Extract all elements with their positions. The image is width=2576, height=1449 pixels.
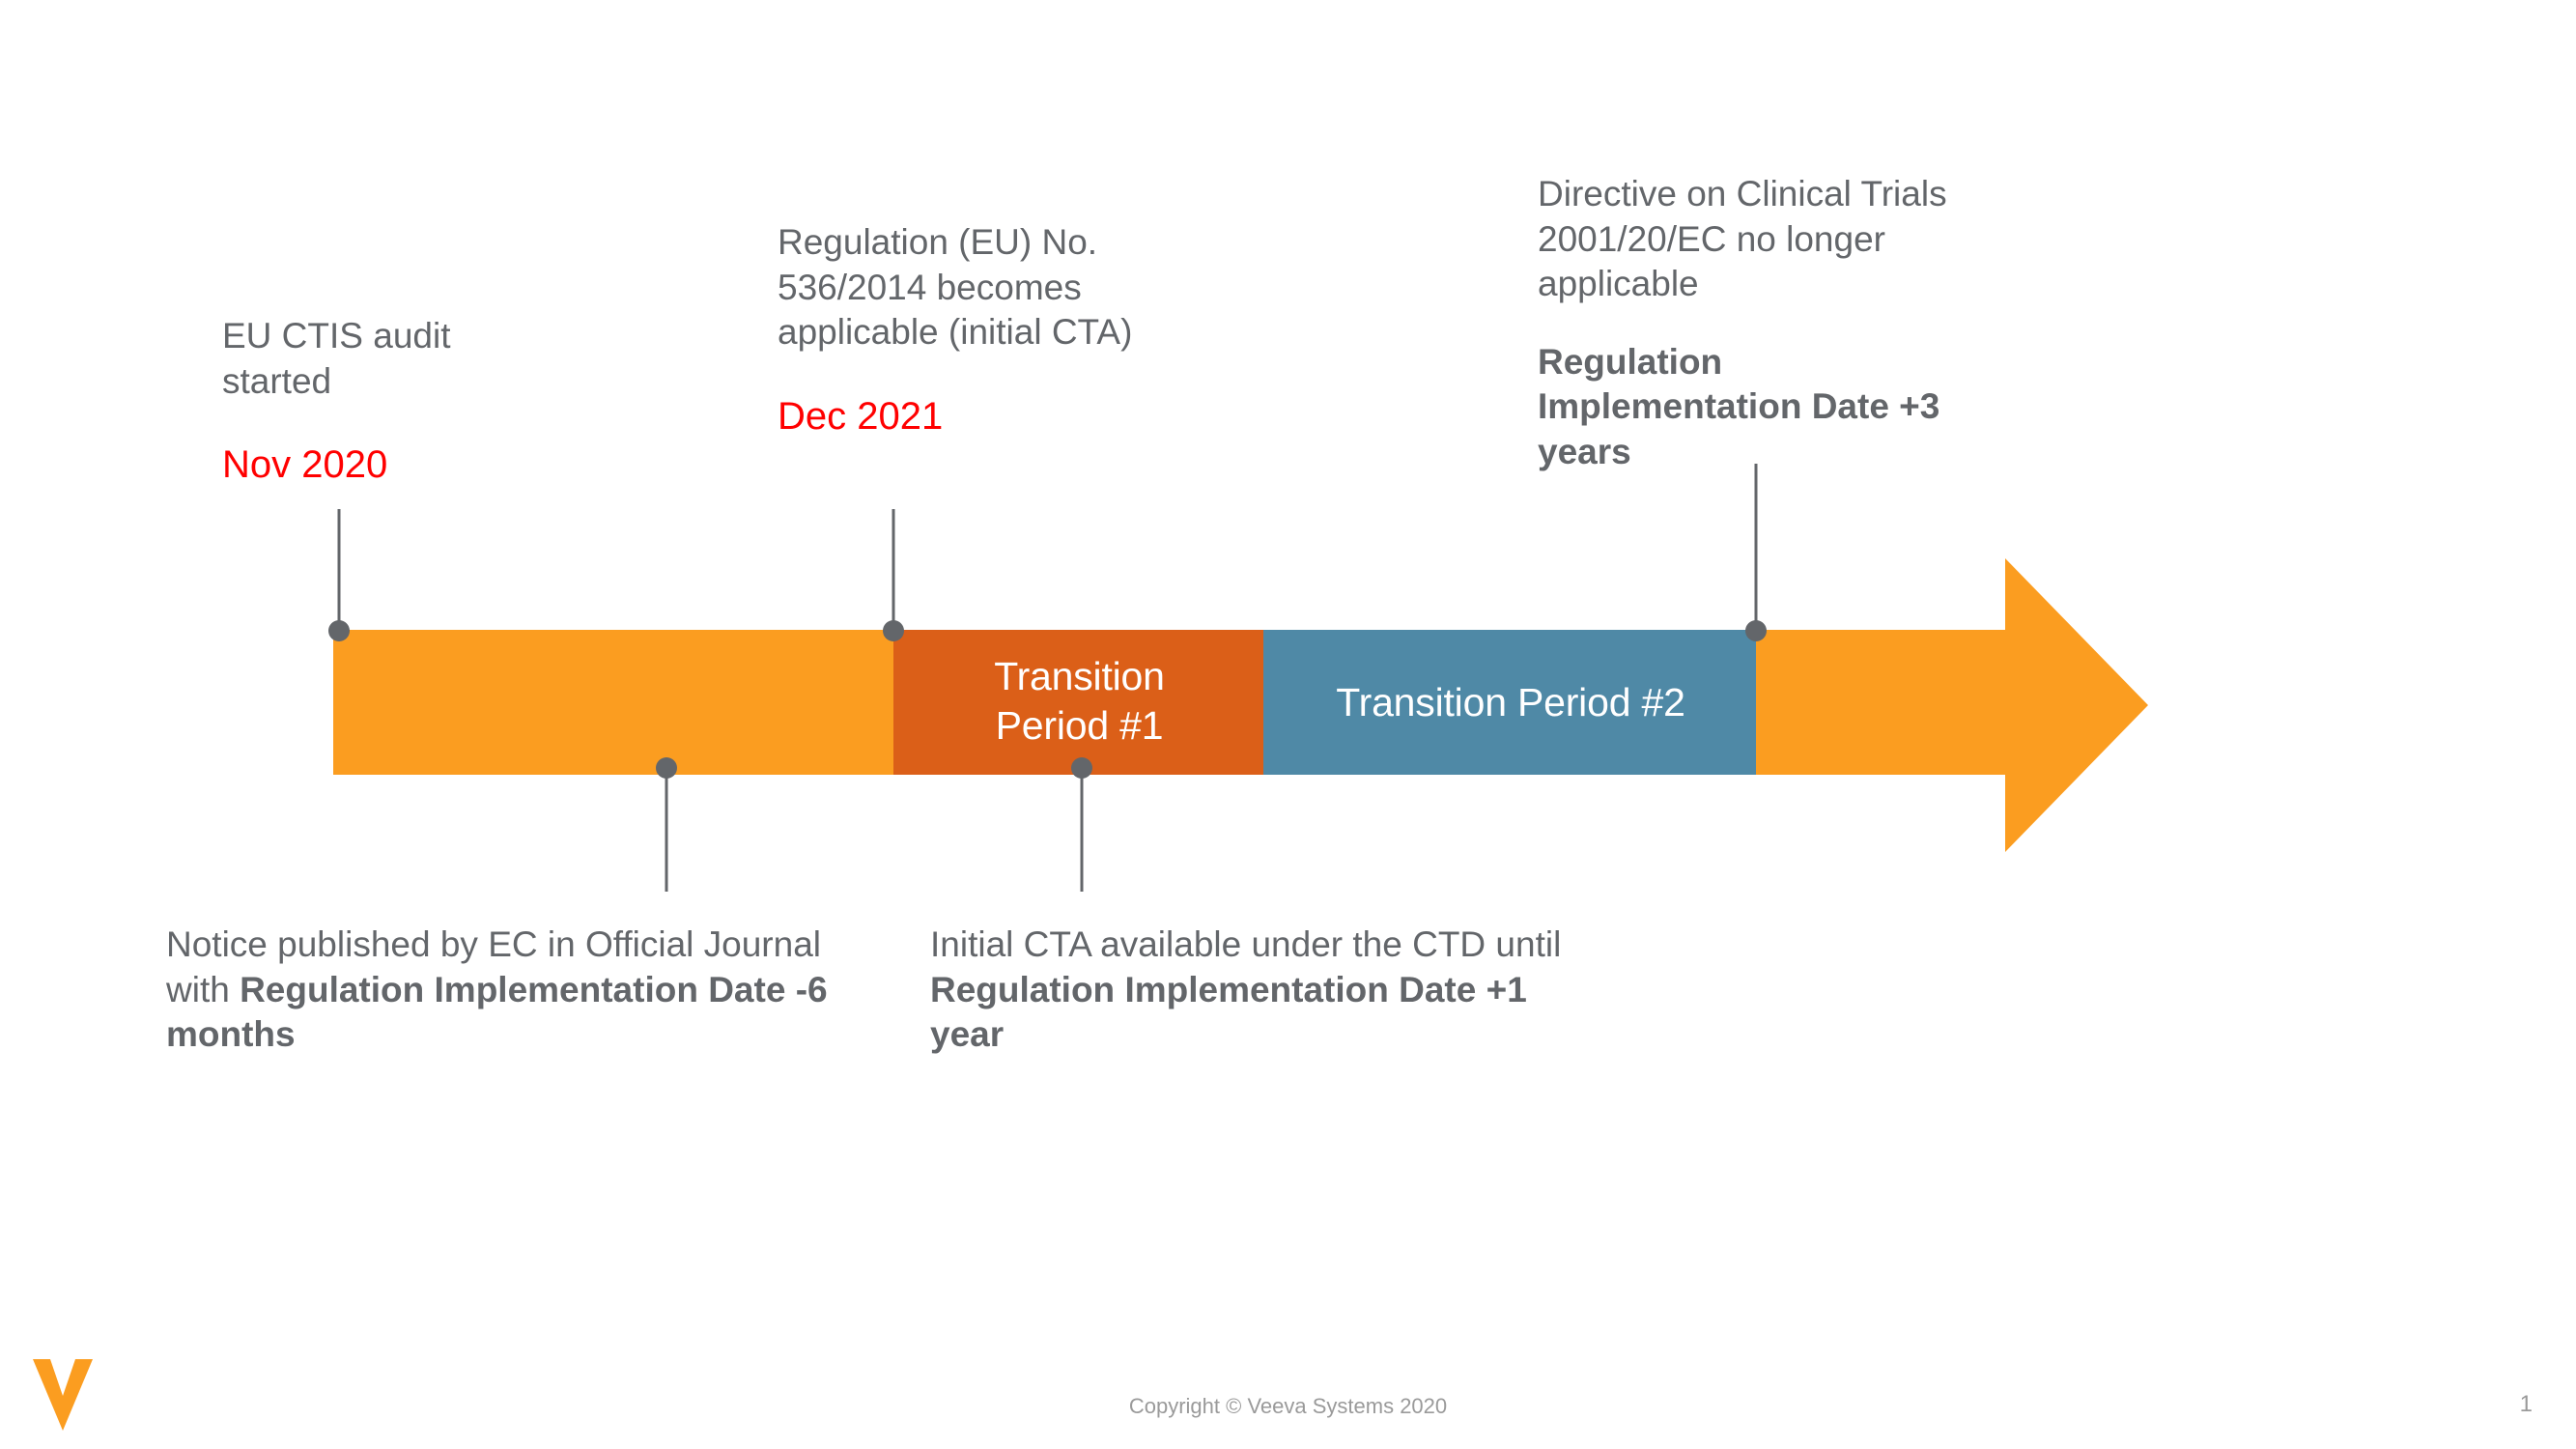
- timeline-marker-regulation: [883, 620, 904, 641]
- callout-regulation-date: Dec 2021: [778, 394, 944, 438]
- callout-regulation-text: Regulation (EU) No. 536/2014 becomes app…: [778, 222, 1133, 353]
- callout-ctis-audit-date: Nov 2020: [222, 443, 388, 487]
- callout-initial-cta-emphasis: Regulation Implementation Date +1 year: [930, 969, 1527, 1055]
- tp1-label-line1: Transition: [994, 654, 1165, 698]
- leader-line-directive: [1754, 464, 1758, 631]
- timeline-marker-ctis-audit: [328, 620, 350, 641]
- timeline-segment-transition-2: [1263, 630, 1756, 775]
- timeline-segment-base-end: [1756, 630, 2005, 775]
- footer-copyright: Copyright © Veeva Systems 2020: [1128, 1394, 1448, 1418]
- callout-initial-cta-lead: Initial CTA available under the CTD unti…: [930, 924, 1562, 964]
- timeline-arrowhead: [2005, 558, 2148, 852]
- callout-notice-emphasis: Regulation Implementation Date -6 months: [166, 969, 828, 1055]
- timeline-segment-label-transition-2: Transition Period #2: [1336, 680, 1685, 724]
- timeline-segment-label-transition-1: Transition Period #1: [893, 652, 1265, 752]
- callout-directive-emphasis: Regulation Implementation Date +3 years: [1538, 341, 1940, 472]
- timeline-arrow: [333, 551, 2159, 860]
- callout-directive: Directive on Clinical Trials 2001/20/EC …: [1538, 172, 1992, 475]
- tp1-label-line2: Period #1: [995, 703, 1164, 749]
- callout-directive-text: Directive on Clinical Trials 2001/20/EC …: [1538, 174, 1947, 304]
- callout-ctis-audit: EU CTIS audit started Nov 2020: [222, 314, 541, 490]
- page-number: 1: [2519, 1391, 2533, 1417]
- timeline-segment-transition-1: [893, 630, 1263, 775]
- timeline-segment-base-start: [333, 630, 893, 775]
- callout-ctis-audit-text: EU CTIS audit started: [222, 316, 451, 401]
- leader-line-regulation: [892, 509, 895, 631]
- callout-notice: Notice published by EC in Official Journ…: [166, 923, 862, 1058]
- callout-regulation: Regulation (EU) No. 536/2014 becomes app…: [778, 220, 1193, 440]
- leader-line-ctis-audit: [337, 509, 341, 631]
- leader-line-initial-cta: [1080, 768, 1084, 892]
- timeline-marker-directive: [1745, 620, 1767, 641]
- leader-line-notice: [665, 768, 668, 892]
- callout-notice-lead: Notice published by EC in Official Journ…: [166, 924, 821, 1009]
- callout-initial-cta: Initial CTA available under the CTD unti…: [930, 923, 1568, 1058]
- veeva-logo: [29, 1357, 97, 1433]
